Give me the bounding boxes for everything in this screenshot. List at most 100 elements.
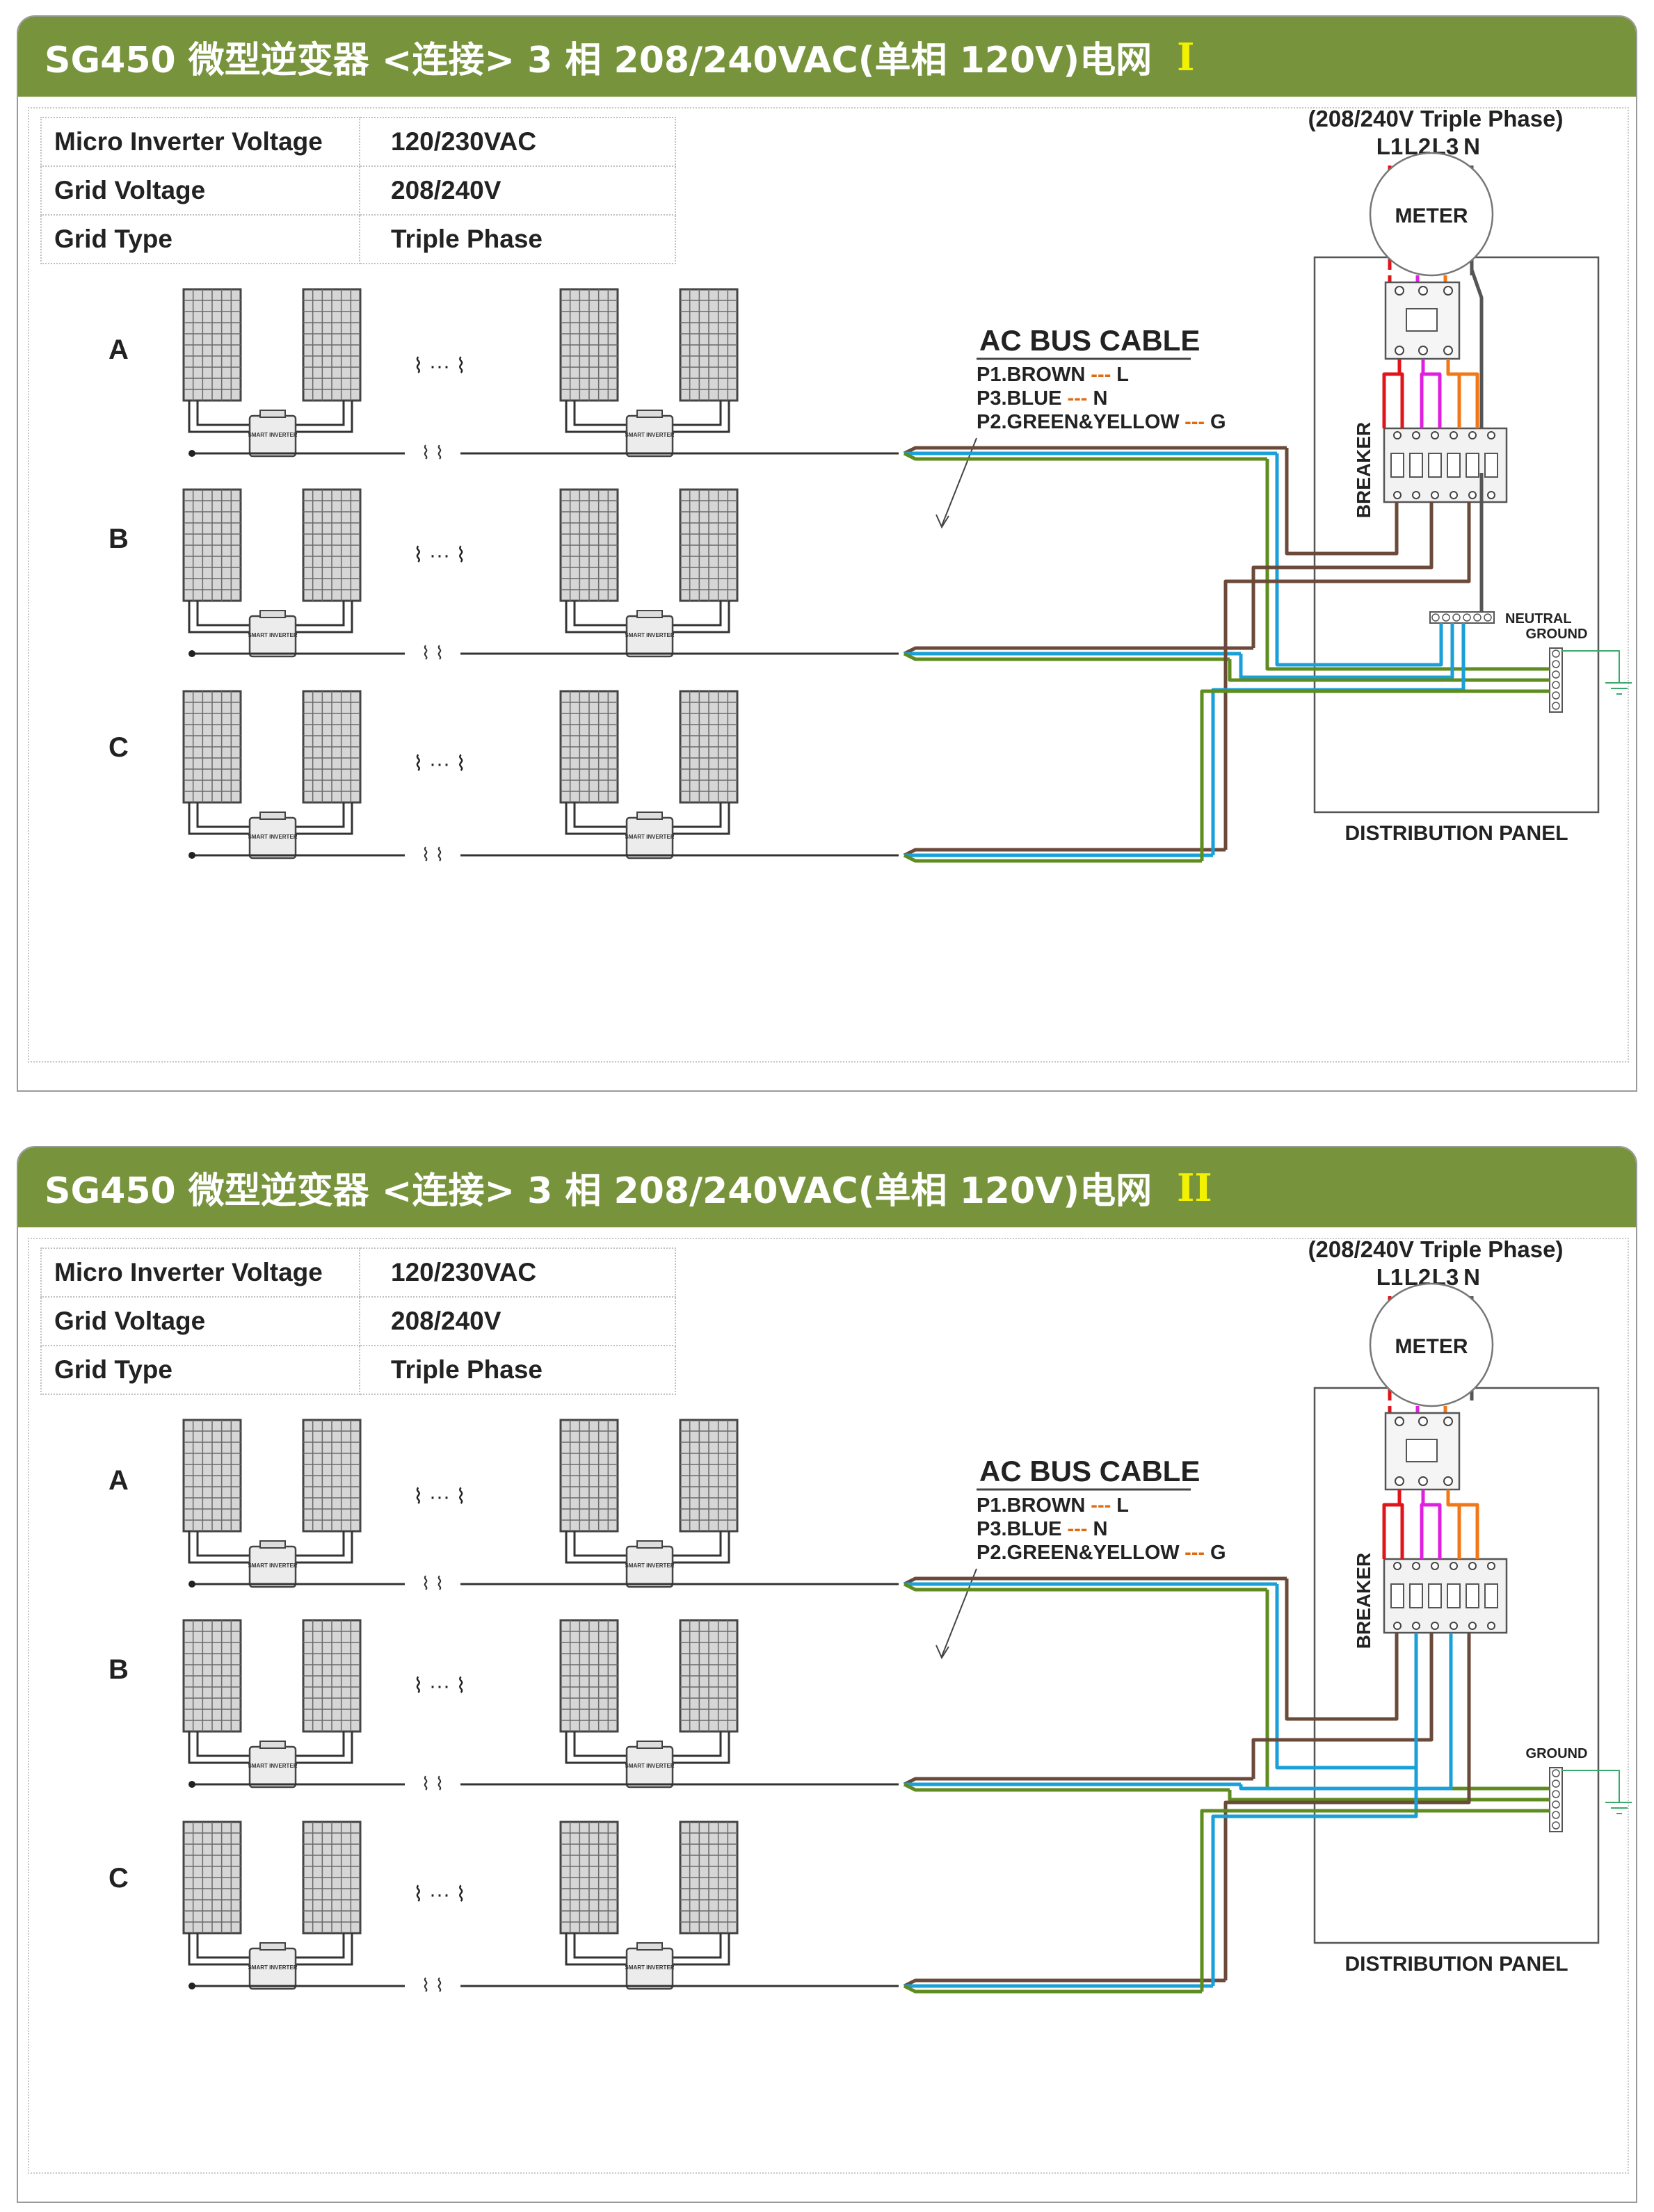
- terminal: [1468, 431, 1477, 439]
- meter-label: METER: [1395, 204, 1468, 227]
- solar-panel-cells: [561, 289, 618, 401]
- cable-code: L: [1116, 364, 1129, 386]
- inverter-top: [259, 610, 286, 618]
- cable-legend-item: P2.GREEN&YELLOW---G: [977, 411, 1226, 433]
- terminal: [1452, 613, 1461, 622]
- dc-wire: [565, 401, 627, 433]
- switch-to-breaker-wire: [1446, 1490, 1461, 1559]
- micro-inverter-icon: SMART INVERTER: [625, 410, 675, 458]
- phase-label: N: [1463, 134, 1480, 159]
- switch-to-breaker-wire: [1423, 372, 1442, 428]
- bus-cable-green: [1265, 459, 1550, 671]
- terminal: [1418, 346, 1428, 355]
- cable-dash: ---: [1067, 387, 1087, 410]
- meter-icon: [1369, 1282, 1494, 1407]
- dc-wire: [672, 401, 722, 426]
- terminal: [1412, 1622, 1420, 1630]
- terminal: [1487, 1562, 1495, 1570]
- dc-wire: [295, 601, 345, 627]
- terminal: [1418, 286, 1428, 296]
- solar-panel-cells: [561, 691, 618, 802]
- distribution-panel-label: DISTRIBUTION PANEL: [1344, 1953, 1568, 1976]
- terminal: [1552, 660, 1560, 668]
- inverter-label: SMART INVERTER: [625, 834, 674, 840]
- solar-panel-icon: [182, 288, 242, 402]
- dc-wire: [295, 401, 353, 433]
- dc-wire: [573, 1531, 627, 1557]
- terminal: [1552, 1800, 1560, 1809]
- inverter-top: [636, 1942, 663, 1951]
- bus-cable-brown: [903, 446, 1287, 455]
- trunk-break-mark: ⌇ ⌇: [421, 844, 444, 865]
- earth-ground-icon: [1605, 1802, 1632, 1814]
- dc-wires: [188, 1933, 353, 1966]
- spec-value: Triple Phase: [359, 1345, 676, 1395]
- cable-code: G: [1210, 1542, 1226, 1564]
- dc-wires: [565, 802, 730, 835]
- dc-wire: [188, 1531, 250, 1564]
- terminal: [1552, 702, 1560, 710]
- cable-legend-item: P3.BLUE---N: [977, 1518, 1107, 1540]
- cable-name: P3.BLUE: [977, 387, 1061, 410]
- main-switch-window: [1406, 1439, 1438, 1462]
- trunk-break-mark: ⌇ ⌇: [421, 442, 444, 463]
- dc-wire: [573, 802, 627, 828]
- cable-name: P3.BLUE: [977, 1518, 1061, 1540]
- terminal: [1393, 1622, 1402, 1630]
- inverter-label: SMART INVERTER: [248, 432, 297, 438]
- inverter-label: SMART INVERTER: [248, 834, 297, 840]
- terminal: [1412, 491, 1420, 499]
- inverter-label: SMART INVERTER: [248, 632, 297, 638]
- spec-label: Micro Inverter Voltage: [40, 117, 360, 167]
- dc-wire: [672, 1731, 730, 1764]
- terminal: [1431, 491, 1439, 499]
- bus-cable-blue: [1239, 1633, 1453, 1791]
- switch-to-breaker-wire: [1399, 1503, 1404, 1559]
- spec-row: Grid Type Triple Phase: [40, 1345, 676, 1395]
- terminal: [1552, 681, 1560, 689]
- solar-panel-icon: [182, 1419, 242, 1533]
- spec-table: Micro Inverter Voltage 120/230VAC Grid V…: [40, 117, 676, 264]
- bus-cable-brown: [903, 1777, 1253, 1786]
- bus-cable-green: [903, 1984, 1202, 1994]
- terminal: [1395, 286, 1404, 296]
- trunk-break-mark: ⌇ ⌇: [421, 643, 444, 663]
- solar-panel-icon: [302, 690, 362, 804]
- breaker-pole: [1409, 1583, 1423, 1608]
- dc-wire: [196, 1731, 250, 1757]
- breaker-label: BREAKER: [1353, 422, 1374, 518]
- panel-header: SG450 微型逆变器 <连接> 3 相 208/240VAC(单相 120V)…: [18, 17, 1636, 97]
- solar-panel-cells: [184, 1620, 241, 1731]
- cable-end-cap: [188, 1983, 195, 1989]
- terminal: [1552, 1811, 1560, 1819]
- bus-cable-blue: [1211, 1633, 1418, 1986]
- dc-wire: [188, 401, 250, 433]
- solar-panel-icon: [679, 1821, 739, 1935]
- solar-panel-cells: [680, 289, 737, 401]
- spec-label: Grid Voltage: [40, 166, 360, 216]
- terminal: [1552, 1779, 1560, 1788]
- breaker-pole: [1484, 453, 1498, 478]
- dc-wire: [672, 1933, 722, 1959]
- dc-wire: [672, 802, 730, 835]
- solar-panel-icon: [559, 690, 619, 804]
- dc-wire: [295, 1731, 345, 1757]
- breaker-label: BREAKER: [1353, 1553, 1374, 1649]
- spec-label: Micro Inverter Voltage: [40, 1248, 360, 1298]
- breaker-pole: [1409, 453, 1423, 478]
- trunk-break-mark: ⌇ ⌇: [421, 1573, 444, 1594]
- cable-code: N: [1093, 1518, 1107, 1540]
- terminal: [1552, 670, 1560, 679]
- dc-wire: [188, 1731, 250, 1764]
- terminal: [1418, 1476, 1428, 1486]
- cable-code: L: [1116, 1494, 1129, 1517]
- cable-dash: ---: [1185, 1542, 1205, 1564]
- ground-label: GROUND: [1526, 627, 1588, 642]
- dc-wire: [565, 601, 627, 633]
- terminal: [1393, 491, 1402, 499]
- dc-wire: [672, 1531, 722, 1557]
- terminal: [1552, 1769, 1560, 1777]
- dc-wire: [188, 802, 250, 835]
- dc-wire: [672, 601, 730, 633]
